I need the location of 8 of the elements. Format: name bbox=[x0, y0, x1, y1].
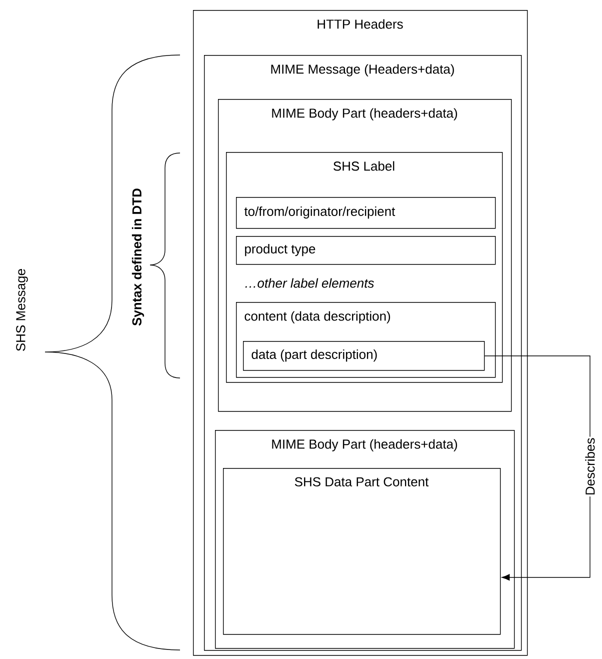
content-box: SHS Data Part Content bbox=[223, 468, 501, 635]
brace-label: SHS Message bbox=[16, 269, 28, 351]
edge-label: Describes bbox=[584, 436, 596, 496]
brace-label: Syntax defined in DTD bbox=[132, 188, 144, 326]
element-box: to/from/originator/recipient bbox=[236, 197, 496, 229]
label-text: …other label elements bbox=[245, 278, 374, 288]
element-box: data (part description) bbox=[243, 341, 485, 371]
element-box: product type bbox=[236, 236, 496, 265]
